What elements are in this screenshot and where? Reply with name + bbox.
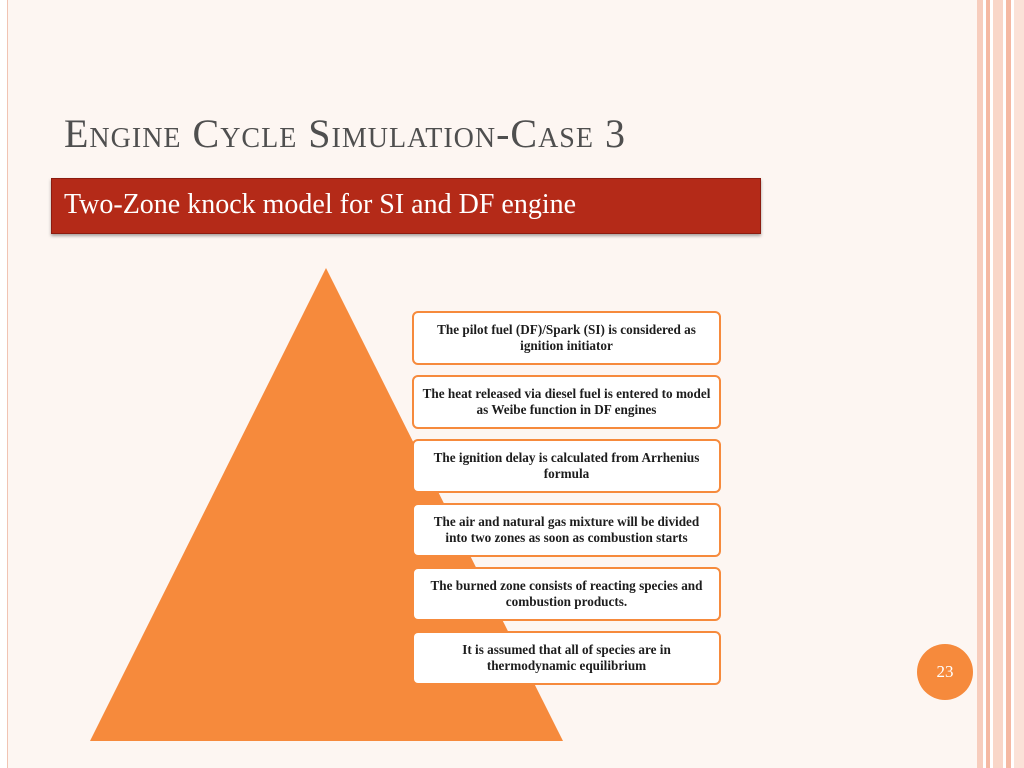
pyramid-item: The heat released via diesel fuel is ent…: [412, 375, 721, 429]
pyramid-item-text: The air and natural gas mixture will be …: [433, 514, 700, 545]
page-number: 23: [936, 662, 954, 681]
pyramid-item: The pilot fuel (DF)/Spark (SI) is consid…: [412, 311, 721, 365]
pyramid-item: The burned zone consists of reacting spe…: [412, 567, 721, 621]
pyramid-item-text: The ignition delay is calculated from Ar…: [433, 450, 700, 481]
pyramid-item-text: The pilot fuel (DF)/Spark (SI) is consid…: [437, 322, 696, 353]
stripe: [993, 0, 1003, 768]
pyramid-triangle: [90, 268, 563, 741]
stripe: [977, 0, 983, 768]
pyramid-item-text: It is assumed that all of species are in…: [462, 642, 671, 673]
pyramid-item: It is assumed that all of species are in…: [412, 631, 721, 685]
stripe: [1006, 0, 1011, 768]
stripe: [1014, 0, 1024, 768]
pyramid-item: The ignition delay is calculated from Ar…: [412, 439, 721, 493]
decorative-stripes: [977, 0, 1024, 768]
stripe: [986, 0, 990, 768]
subtitle-banner: Two-Zone knock model for SI and DF engin…: [51, 178, 761, 234]
pyramid-item-text: The heat released via diesel fuel is ent…: [422, 386, 711, 417]
pyramid-item: The air and natural gas mixture will be …: [412, 503, 721, 557]
slide-title: Engine Cycle Simulation-Case 3: [64, 111, 626, 156]
subtitle-text: Two-Zone knock model for SI and DF engin…: [64, 189, 577, 220]
pyramid-item-text: The burned zone consists of reacting spe…: [430, 578, 703, 609]
page-number-badge: 23: [917, 644, 973, 700]
